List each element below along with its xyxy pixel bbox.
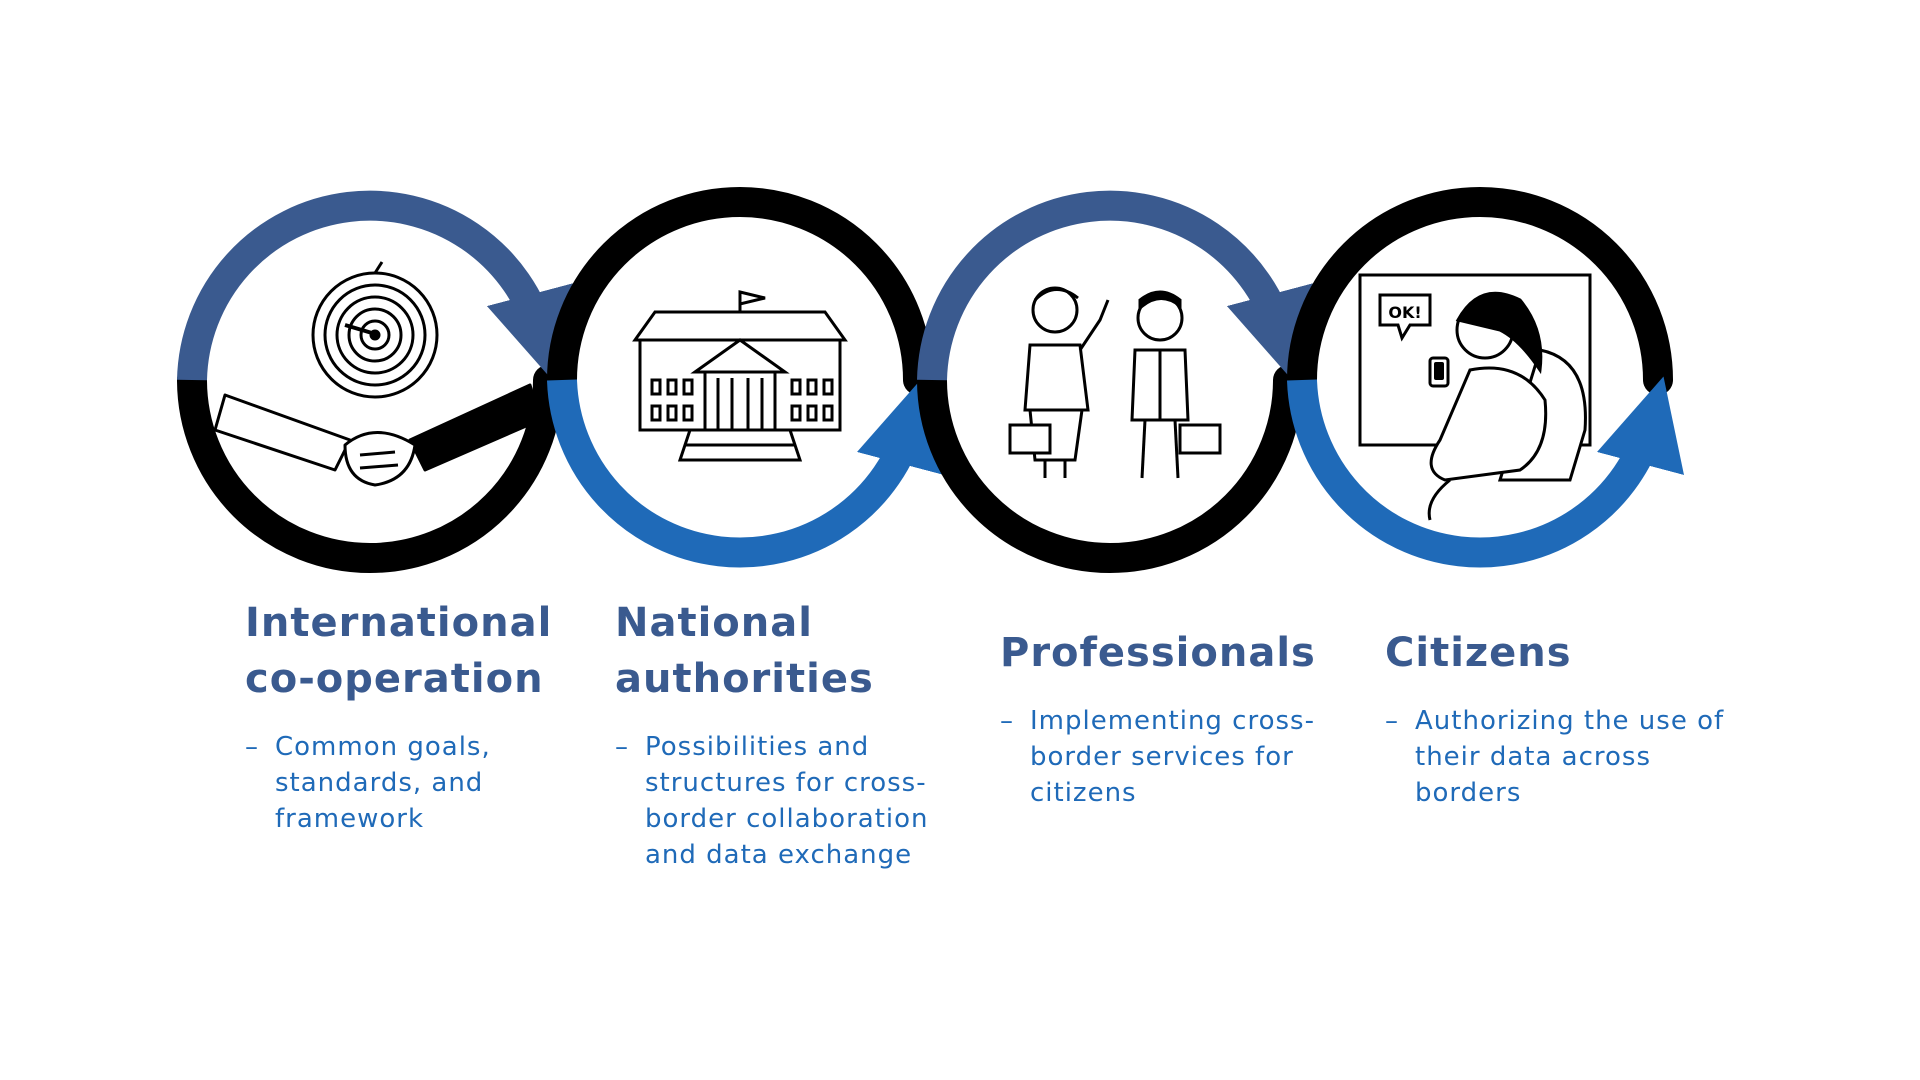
stage-description: –Possibilities and structures for cross-… [615, 732, 929, 870]
stage-description: –Authorizing the use of their data acros… [1385, 706, 1725, 808]
government-building-icon [632, 290, 848, 462]
stage-description: –Implementing cross-border services for … [1000, 706, 1315, 808]
stage-professionals: Professionals –Implementing cross-border… [1000, 625, 1360, 811]
stage-title: National authorities [615, 600, 874, 702]
ring-international [177, 190, 574, 573]
businessman-icon [1130, 290, 1222, 479]
ring-citizens [1287, 187, 1684, 568]
speech-bubble: OK! [1378, 293, 1432, 342]
pregnant-woman-icon [1358, 273, 1592, 521]
speech-bubble-text: OK! [1388, 303, 1421, 322]
stage-title: Professionals [1000, 630, 1316, 676]
stage-description: –Common goals, standards, and framework [245, 732, 491, 834]
ring-national [547, 187, 944, 568]
smartphone-icon [1434, 362, 1444, 380]
ring-professionals [917, 190, 1314, 573]
stage-international: International co-operation –Common goals… [245, 595, 605, 837]
arrow-top-dark-blue [177, 190, 574, 382]
businesswoman-icon [1008, 286, 1110, 478]
stage-title: International co-operation [245, 600, 553, 702]
ring-upper-black [547, 187, 933, 395]
ring-lower-black [177, 365, 563, 573]
stage-citizens: Citizens –Authorizing the use of their d… [1385, 625, 1745, 811]
ring-upper-black [1287, 187, 1673, 395]
arrow-bottom-bright-blue [547, 376, 944, 568]
arrow-top-dark-blue [917, 190, 1314, 382]
target-icon [311, 261, 439, 399]
stage-title: Citizens [1385, 630, 1572, 676]
handshake-icon [213, 383, 542, 487]
arrow-bottom-bright-blue [1287, 376, 1684, 568]
ring-lower-black [917, 365, 1303, 573]
stage-national: National authorities –Possibilities and … [615, 595, 975, 873]
